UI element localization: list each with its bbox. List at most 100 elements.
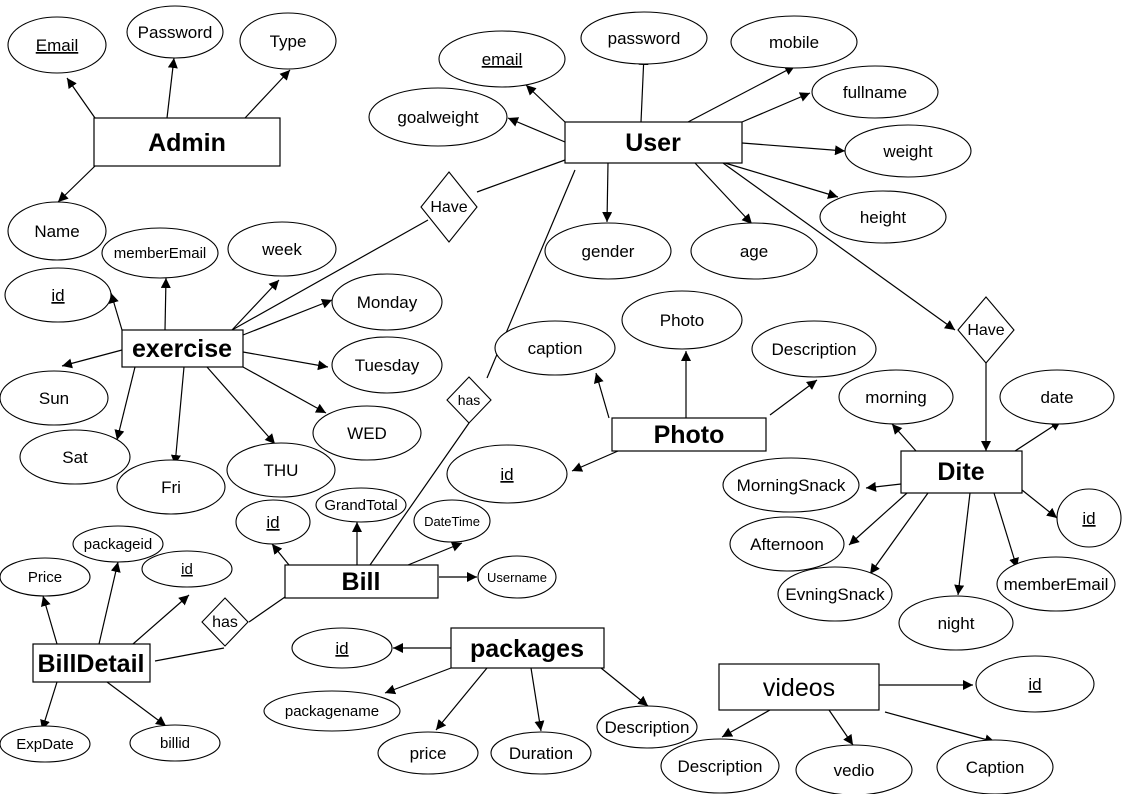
edge-billdetail-price — [41, 595, 58, 645]
attr-exercise-week: week — [227, 221, 337, 277]
attr-label-key: Email — [36, 36, 79, 55]
edge-dite-morning — [891, 423, 917, 452]
edge-exercise-week — [231, 279, 280, 331]
attr-exercise-tuesday: Tuesday — [331, 336, 443, 394]
edge-exercise-memberemail — [160, 277, 171, 331]
entity-label: videos — [763, 674, 835, 702]
edge-dite-id — [1021, 489, 1058, 519]
edge-packages-packagename — [384, 667, 452, 695]
attr-user-mobile: mobile — [730, 15, 858, 69]
attr-billdetail-id: id — [141, 550, 233, 588]
attr-label: Sat — [62, 448, 88, 467]
attr-videos-vedio: vedio — [795, 744, 913, 794]
attr-admin-type: Type — [239, 12, 337, 70]
attr-dite-id: id — [1056, 488, 1122, 548]
attr-label: night — [938, 614, 975, 633]
edge-has-bill — [369, 422, 470, 566]
attr-dite-evningsnack: EvningSnack — [777, 566, 893, 622]
edge-billdetail-billid — [106, 681, 167, 727]
edge-exercise-id — [109, 292, 123, 331]
entity-exercise: exercise — [121, 329, 244, 368]
edge-packages-price — [435, 667, 488, 731]
attr-label: packagename — [285, 703, 379, 720]
attr-label: morning — [865, 388, 926, 407]
edge-user-weight — [741, 142, 846, 156]
attr-dite-memberemail: memberEmail — [996, 556, 1116, 612]
attr-photo-description: Description — [751, 320, 877, 378]
attr-bill-username: Username — [477, 555, 557, 599]
entity-label: Admin — [148, 129, 226, 157]
edge-bill-has — [248, 596, 286, 623]
edges — [40, 54, 1062, 746]
edge-have-exercise — [231, 219, 429, 331]
attr-user-height: height — [819, 190, 947, 244]
attr-exercise-sat: Sat — [19, 429, 131, 485]
entity-admin: Admin — [93, 117, 281, 167]
edge-admin-type — [244, 69, 291, 119]
edge-exercise-fri — [170, 366, 185, 466]
attr-exercise-monday: Monday — [331, 273, 443, 331]
attr-label: memberEmail — [1004, 575, 1109, 594]
attr-label-key: id — [51, 286, 64, 305]
attr-label: EvningSnack — [785, 585, 885, 604]
entity-dite: Dite — [900, 450, 1023, 494]
attr-photo-id: id — [446, 444, 568, 504]
attr-label: ExpDate — [16, 736, 74, 753]
attr-label: password — [608, 29, 681, 48]
attr-label: THU — [264, 461, 299, 480]
attr-admin-password: Password — [126, 5, 224, 59]
attr-exercise-id: id — [4, 267, 112, 323]
relationship-has-user-bill: has — [446, 376, 492, 424]
edge-dite-morningsnack — [865, 481, 902, 492]
attr-dite-afternoon: Afternoon — [729, 516, 845, 572]
attr-label: Description — [677, 757, 762, 776]
attr-billdetail-price: Price — [0, 557, 91, 597]
attr-label: date — [1040, 388, 1073, 407]
attr-user-gender: gender — [544, 222, 672, 280]
attr-label: Fri — [161, 478, 181, 497]
relationship-have-user-exercise: Have — [420, 171, 478, 243]
edge-billdetail-id — [132, 594, 190, 645]
relationship-label: has — [212, 614, 238, 631]
attr-videos-description: Description — [660, 738, 780, 794]
edge-user-password — [638, 54, 649, 123]
attr-label: packageid — [84, 536, 152, 553]
edge-dite-date — [1014, 420, 1062, 452]
attr-label: Caption — [966, 758, 1025, 777]
edge-dite-memberemail — [993, 492, 1019, 569]
edge-exercise-thu — [206, 366, 276, 445]
attr-label: WED — [347, 424, 387, 443]
entity-user: User — [564, 121, 743, 164]
edge-user-gender — [602, 162, 613, 223]
entity-label: User — [625, 129, 681, 157]
entity-label: BillDetail — [38, 650, 145, 678]
edge-billdetail-packageid — [98, 561, 121, 645]
attr-label: GrandTotal — [324, 497, 397, 514]
attr-label: DateTime — [424, 514, 480, 529]
attr-label: height — [860, 208, 907, 227]
attr-label: billid — [160, 735, 190, 752]
attr-label: gender — [582, 242, 635, 261]
attr-label-key: id — [181, 561, 193, 578]
edge-dite-evningsnack — [869, 492, 929, 575]
attr-label: goalweight — [397, 108, 479, 127]
edge-dite-night — [954, 492, 971, 596]
attr-label: Password — [138, 23, 213, 42]
attr-label: Sun — [39, 389, 69, 408]
attr-label: vedio — [834, 761, 875, 780]
entity-bill: Bill — [284, 564, 439, 599]
attr-user-email: email — [438, 30, 566, 88]
attr-label: Description — [771, 340, 856, 359]
attr-dite-morning: morning — [838, 369, 954, 425]
attr-label-key: id — [335, 639, 348, 658]
attr-label-key: id — [266, 513, 279, 532]
attr-exercise-fri: Fri — [116, 459, 226, 515]
relationship-label: has — [458, 392, 481, 408]
attr-label: Monday — [357, 293, 418, 312]
attr-exercise-thu: THU — [226, 442, 336, 498]
edge-photo-description — [769, 379, 818, 416]
edge-photo-id — [571, 450, 619, 472]
edge-exercise-monday — [242, 299, 333, 336]
attr-label-key: email — [482, 50, 523, 69]
